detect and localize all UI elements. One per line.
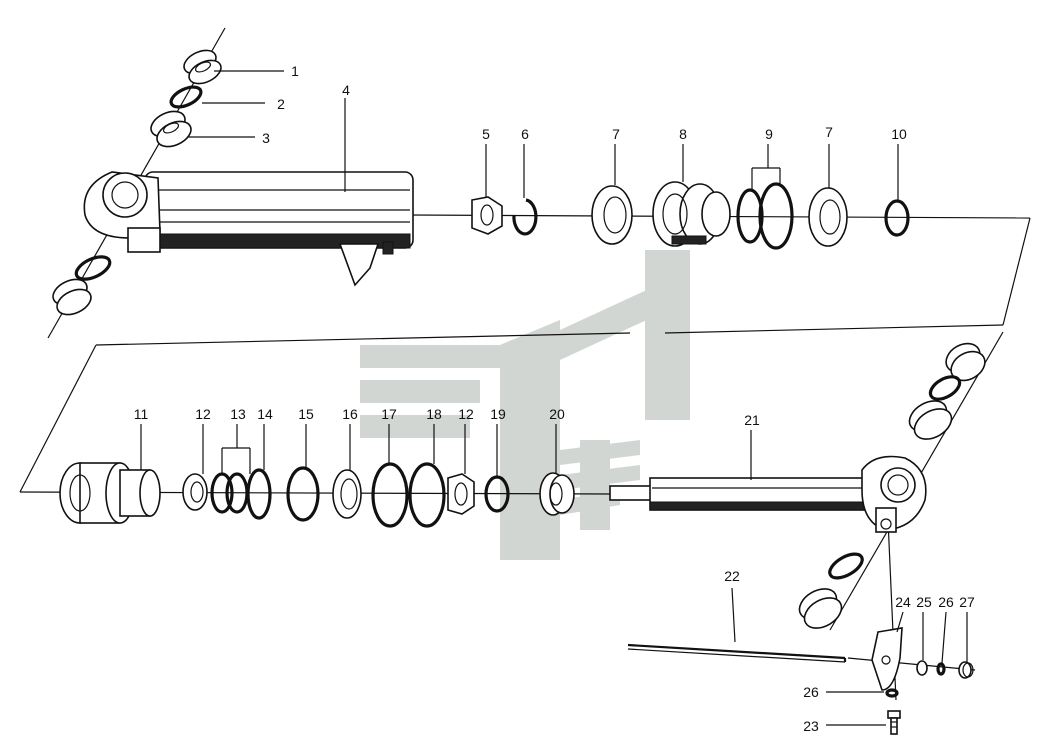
callout-19: 19 xyxy=(490,406,506,422)
lower-left-rings xyxy=(52,255,112,316)
callout-18: 18 xyxy=(426,406,442,422)
part-14-ring xyxy=(246,468,272,520)
callout-7a: 7 xyxy=(612,126,620,142)
callout-24: 24 xyxy=(895,594,911,610)
part-7-bushing-a xyxy=(591,185,633,245)
rod-end-lower-rings xyxy=(798,552,864,629)
callout-13: 13 xyxy=(230,406,246,422)
callout-5: 5 xyxy=(482,126,490,142)
part-15-ring xyxy=(286,466,320,522)
part-12-nut-b xyxy=(447,473,475,515)
callout-4: 4 xyxy=(342,82,350,98)
callout-8: 8 xyxy=(679,126,687,142)
part-4-cylinder-barrel xyxy=(83,171,414,287)
callout-23: 23 xyxy=(803,718,819,734)
callout-26b: 26 xyxy=(803,684,819,700)
part-11-piston xyxy=(59,462,161,524)
part-16-ring xyxy=(332,469,362,519)
part-2-ring xyxy=(169,85,203,109)
part-6-circlip xyxy=(512,198,538,236)
rod-end-upper-rings xyxy=(908,342,986,440)
part-21-piston-rod xyxy=(609,455,927,533)
part-1-bushing xyxy=(183,49,222,85)
callout-12a: 12 xyxy=(195,406,211,422)
part-18-ring xyxy=(408,462,446,528)
part-17-ring xyxy=(371,462,409,528)
callout-25: 25 xyxy=(916,594,932,610)
part-9-seal-rings xyxy=(736,182,794,250)
part-5-nut xyxy=(471,196,503,235)
callout-11: 11 xyxy=(134,406,149,422)
part-25-washer xyxy=(916,660,928,676)
callout-labels: 1 2 3 4 5 6 7 8 9 7 10 11 12 13 14 15 16… xyxy=(134,63,975,734)
callout-27: 27 xyxy=(959,594,975,610)
part-20-bushing xyxy=(539,472,575,516)
part-23-bolt xyxy=(887,710,901,735)
callout-6: 6 xyxy=(521,126,529,142)
callout-10: 10 xyxy=(891,126,907,142)
part-12-ring-a xyxy=(182,473,208,511)
part-26-washer-b xyxy=(885,688,899,698)
watermark-logo xyxy=(360,250,690,560)
callout-14: 14 xyxy=(257,406,273,422)
callout-12b: 12 xyxy=(458,406,474,422)
callout-7b: 7 xyxy=(825,124,833,140)
part-8-gland xyxy=(652,181,731,247)
part-27-nut xyxy=(958,661,974,679)
callout-9: 9 xyxy=(765,126,773,142)
callout-22: 22 xyxy=(724,568,740,584)
callout-2: 2 xyxy=(277,96,285,112)
callout-16: 16 xyxy=(342,406,358,422)
callout-26a: 26 xyxy=(938,594,954,610)
part-22-grease-rod xyxy=(627,643,847,663)
callout-21: 21 xyxy=(744,412,760,428)
callout-1: 1 xyxy=(291,63,299,79)
callout-20: 20 xyxy=(549,406,565,422)
leader-lines xyxy=(140,70,968,726)
part-26-washer-a xyxy=(936,662,946,676)
part-24-bracket xyxy=(871,627,903,691)
part-7-bushing-b xyxy=(808,187,848,247)
part-10-ring xyxy=(884,199,910,237)
callout-15: 15 xyxy=(298,406,314,422)
callout-3: 3 xyxy=(262,130,270,146)
part-3-bushing xyxy=(150,110,192,148)
callout-17: 17 xyxy=(381,406,397,422)
